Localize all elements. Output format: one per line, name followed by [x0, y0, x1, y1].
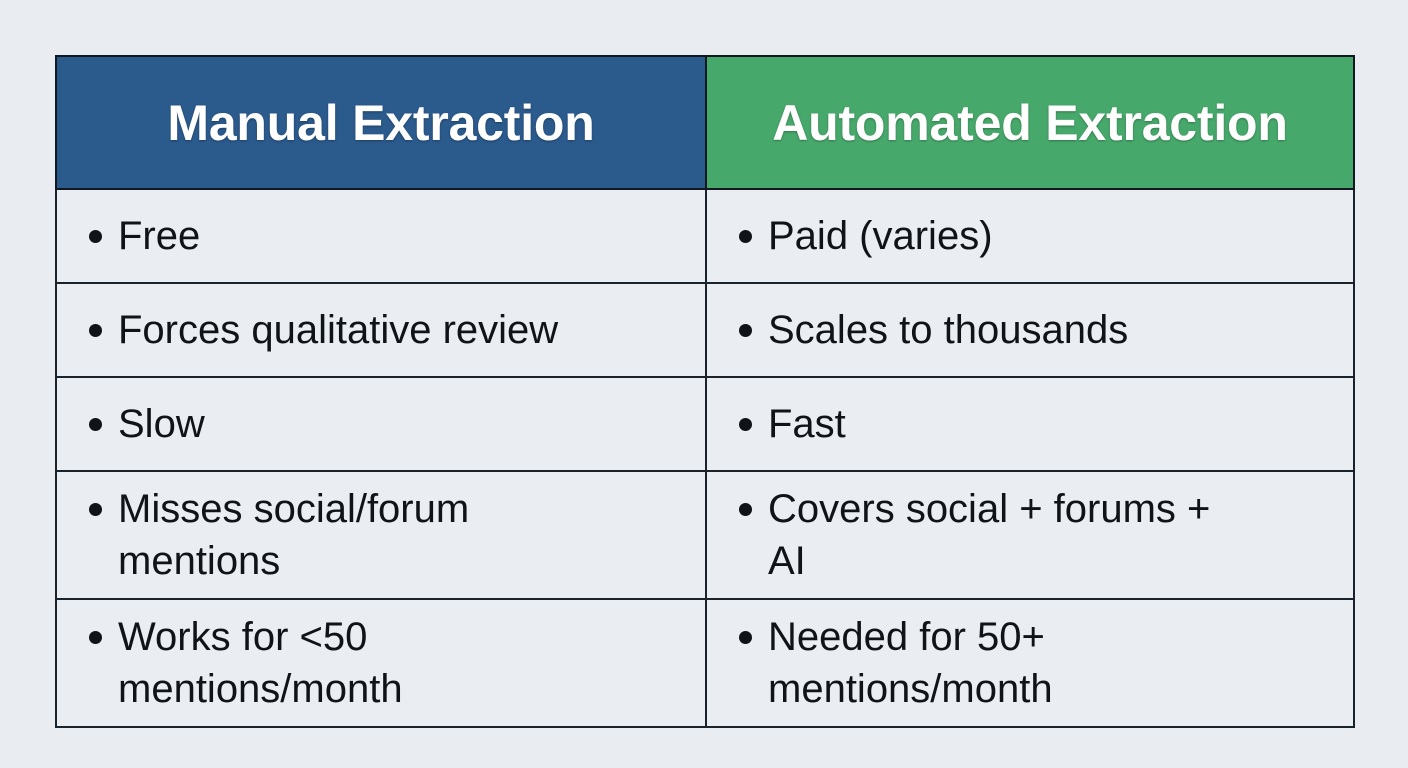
list-item: Forces qualitative review [57, 304, 705, 356]
cell-manual-2: Forces qualitative review [55, 282, 707, 378]
bullet-icon [739, 324, 752, 337]
cell-manual-1: Free [55, 188, 707, 284]
list-item: Misses social/forum mentions [57, 483, 705, 587]
cell-automated-5: Needed for 50+ mentions/month [705, 598, 1355, 728]
cell-automated-4: Covers social + forums + AI [705, 470, 1355, 600]
bullet-icon [739, 230, 752, 243]
list-item-label: Free [118, 214, 201, 258]
bullet-icon [89, 503, 102, 516]
bullet-icon [89, 418, 102, 431]
list-item: Free [57, 210, 705, 262]
table-row: Works for <50 mentions/month Needed for … [55, 598, 1355, 728]
comparison-table: Manual Extraction Automated Extraction F… [55, 55, 1355, 728]
list-item-label: Needed for 50+ mentions/month [768, 615, 1053, 711]
bullet-icon [739, 503, 752, 516]
list-item-label: Paid (varies) [768, 214, 993, 258]
cell-automated-2: Scales to thousands [705, 282, 1355, 378]
list-item-label: Scales to thousands [768, 308, 1129, 352]
cell-manual-3: Slow [55, 376, 707, 472]
table-row: Slow Fast [55, 376, 1355, 472]
list-item: Scales to thousands [707, 304, 1353, 356]
table-row: Misses social/forum mentions Covers soci… [55, 470, 1355, 600]
list-item: Covers social + forums + AI [707, 483, 1353, 587]
table-row: Forces qualitative review Scales to thou… [55, 282, 1355, 378]
header-row: Manual Extraction Automated Extraction [55, 55, 1355, 190]
column-header-manual-extraction: Manual Extraction [55, 55, 707, 190]
list-item-label: Slow [118, 402, 205, 446]
list-item: Works for <50 mentions/month [57, 611, 705, 715]
cell-manual-5: Works for <50 mentions/month [55, 598, 707, 728]
list-item: Paid (varies) [707, 210, 1353, 262]
list-item: Needed for 50+ mentions/month [707, 611, 1353, 715]
bullet-icon [89, 631, 102, 644]
cell-automated-3: Fast [705, 376, 1355, 472]
column-header-automated-extraction: Automated Extraction [705, 55, 1355, 190]
bullet-icon [89, 230, 102, 243]
list-item-label: Fast [768, 402, 846, 446]
bullet-icon [89, 324, 102, 337]
list-item: Slow [57, 398, 705, 450]
table-body: Free Paid (varies) Forces qualitative re… [55, 188, 1355, 728]
cell-automated-1: Paid (varies) [705, 188, 1355, 284]
list-item-label: Covers social + forums + AI [768, 487, 1211, 583]
bullet-icon [739, 418, 752, 431]
table-row: Free Paid (varies) [55, 188, 1355, 284]
list-item-label: Works for <50 mentions/month [118, 615, 403, 711]
bullet-icon [739, 631, 752, 644]
cell-manual-4: Misses social/forum mentions [55, 470, 707, 600]
list-item-label: Forces qualitative review [118, 308, 559, 352]
list-item: Fast [707, 398, 1353, 450]
table-header: Manual Extraction Automated Extraction [55, 55, 1355, 190]
list-item-label: Misses social/forum mentions [118, 487, 470, 583]
